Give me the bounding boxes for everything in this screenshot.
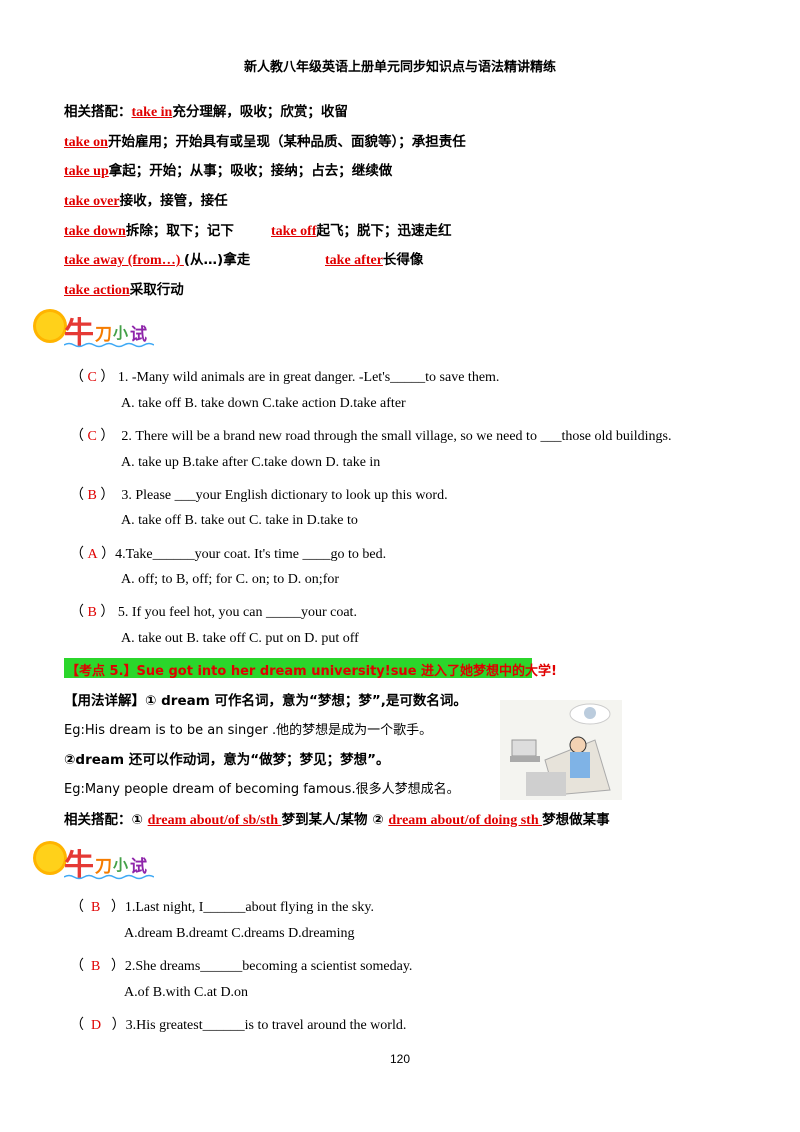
usage-collocations: 相关搭配：① dream about/of sb/sth 梦到某人/某物 ② d… [64,812,610,828]
phrase-take-action-def: 采取行动 [129,282,184,298]
page-number: 120 [389,1052,411,1066]
usage-line-4: Eg:Many people dream of becoming famous.… [64,782,460,797]
answer: B [87,488,97,503]
phrase-take-over: take over [64,194,120,209]
phrase-line-take-action: take action采取行动 [64,278,184,299]
answer: B [91,959,101,974]
options-1-3: A. take off B. take out C. take in D.tak… [121,513,358,528]
answer: B [87,605,97,620]
phrase-take-action: take action [64,283,130,298]
usage-line-1: 【用法详解】① dream 可作名词，意为“梦想；梦”,是可数名词。 [64,693,467,709]
phrase-line-take-on: take on开始雇用；开始具有或呈现（某种品质、面貌等）；承担责任 [64,130,466,151]
question-2-2: （ B ）2.She dreams______becoming a scient… [70,959,413,974]
phrase-take-down: take down [64,224,126,239]
phrase-take-off-def: 起飞；脱下；迅速走红 [316,223,452,239]
answer: C [87,370,97,385]
answer: C [87,429,97,444]
answer: B [91,900,101,915]
dreaming-cartoon-image [500,700,622,800]
phrase-line-take-over: take over接收，接管，接任 [64,189,228,210]
options-1-1: A. take off B. take down C.take action D… [121,396,406,411]
phrase-take-on: take on [64,135,108,150]
question-1-4: （ A ）4.Take______your coat. It's time __… [70,547,387,562]
phrase-take-up: take up [64,164,109,179]
wavy-underline-icon [64,874,154,880]
question-1-3: （ B ） 3. Please ___your English dictiona… [70,488,448,503]
options-1-5: A. take out B. take off C. put on D. put… [121,631,359,646]
phrase-line-take-up: take up拿起；开始；从事；吸收；接纳；占去；继续做 [64,159,392,180]
usage-line-2: Eg:His dream is to be an singer .他的梦想是成为… [64,723,433,738]
usage-line-3: ②dream 还可以作动词，意为“做梦；梦见；梦想”。 [64,752,390,768]
answer: A [87,547,98,562]
question-2-1: （ B ）1.Last night, I______about flying i… [70,900,374,915]
phrase-line-take-down: take down拆除；取下；记下 [64,219,234,240]
section1-title-small2: 小 [113,324,129,342]
phrase-take-off: take off [271,224,317,239]
section1-title-big: 牛 [64,316,94,351]
answer: D [91,1018,102,1033]
phrase-take-after-def: 长得像 [382,252,424,268]
page-header: 新人教八年级英语上册单元同步知识点与语法精讲精练 [243,60,556,75]
sun-icon [36,312,64,340]
phrase-take-after: take after [325,253,383,268]
phrase-take-over-def: 接收，接管，接任 [119,193,228,209]
phrase-intro: 相关搭配： [64,104,132,120]
section2-title-big: 牛 [64,848,94,883]
question-1-2: （ C ） 2. There will be a brand new road … [70,429,672,444]
sun-icon [36,844,64,872]
question-2-3: （ D ）3.His greatest______is to travel ar… [70,1018,407,1033]
collocation-1: dream about/of sb/sth [147,813,282,828]
phrase-take-in-def: 充分理解，吸收；欣赏；收留 [172,104,348,120]
question-1-1: （ C ） 1. -Many wild animals are in great… [70,370,500,385]
options-1-4: A. off; to B, off; for C. on; to D. on;f… [121,572,340,587]
phrase-take-on-def: 开始雇用；开始具有或呈现（某种品质、面貌等）；承担责任 [107,134,466,150]
phrase-take-away: take away (from…) [64,253,184,268]
options-2-2: A.of B.with C.at D.on [124,985,249,1000]
question-1-5: （ B ） 5. If you feel hot, you can _____y… [70,605,357,620]
phrase-take-up-def: 拿起；开始；从事；吸收；接纳；占去；继续做 [108,163,393,179]
section2-title-small3: 试 [130,857,147,877]
section2-title-small2: 小 [113,856,129,874]
phrase-take-away-def: (从…)拿走 [183,252,251,268]
phrase-line-take-off: take off起飞；脱下；迅速走红 [271,219,452,240]
section2-title-small1: 刀 [95,857,112,877]
phrase-line-take-in: 相关搭配：take in充分理解，吸收；欣赏；收留 [64,100,348,121]
wavy-underline-icon [64,342,154,348]
collocation-2: dream about/of doing sth [388,813,543,828]
phrase-take-down-def: 拆除；取下；记下 [125,223,234,239]
phrase-line-take-after: take after长得像 [325,248,423,269]
kaodian-text: 【考点 5.】Sue got into her dream university… [66,664,557,679]
kaodian-banner [64,658,532,678]
phrase-take-in: take in [131,105,173,120]
section1-title-small3: 试 [130,325,147,345]
options-2-1: A.dream B.dreamt C.dreams D.dreaming [124,926,355,941]
options-1-2: A. take up B.take after C.take down D. t… [121,455,381,470]
phrase-line-take-away: take away (from…) (从…)拿走 [64,248,250,269]
section1-title-small1: 刀 [95,325,112,345]
